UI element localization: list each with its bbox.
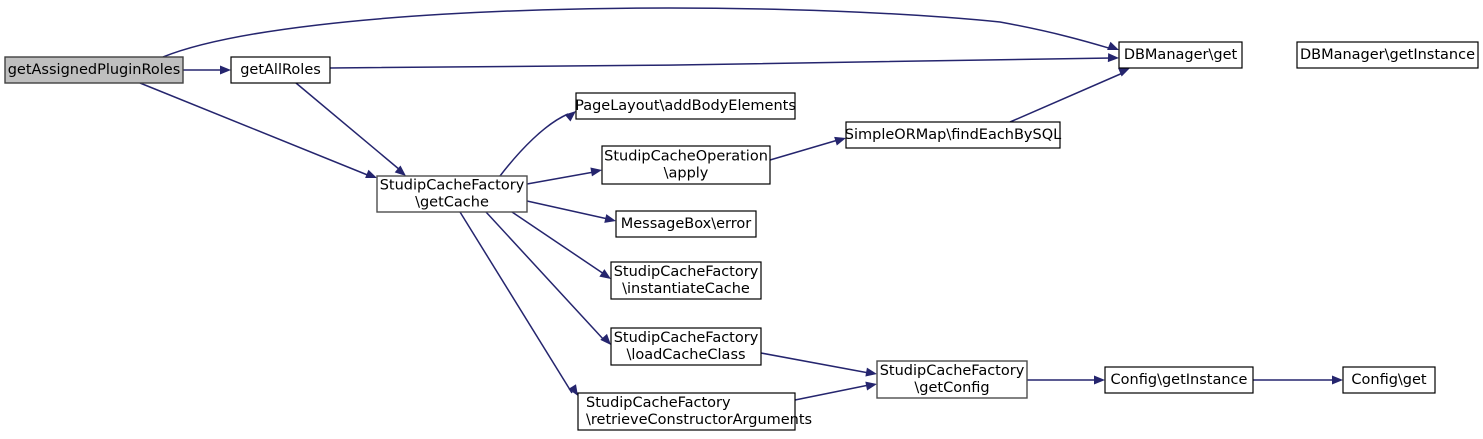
node-label: StudipCacheFactory: [380, 178, 525, 194]
node-ConfigGetInstance[interactable]: Config\getInstance: [1104, 366, 1254, 394]
node-label: \getCache: [415, 195, 489, 211]
node-box: [615, 210, 757, 238]
node-StudipCacheFactoryRetrieveConstructorArguments[interactable]: StudipCacheFactory\retrieveConstructorAr…: [577, 392, 812, 431]
edge-StudipCacheFactoryGetCache-to-StudipCacheFactoryInstantiateCache: [511, 211, 605, 275]
edge-StudipCacheFactoryLoadCacheClass-to-StudipCacheFactoryGetConfig: [760, 352, 870, 374]
edge-StudipCacheOperationApply-to-SimpleORMapFindEachBySQL: [769, 139, 839, 161]
node-label: StudipCacheOperation: [604, 149, 768, 165]
node-box: [845, 121, 1061, 149]
node-ConfigGet[interactable]: Config\get: [1342, 366, 1436, 394]
edge-StudipCacheFactoryGetCache-to-StudipCacheFactoryLoadCacheClass: [485, 211, 605, 341]
node-label: MessageBox\error: [621, 216, 752, 232]
edge-getAssignedPluginRoles-to-StudipCacheFactoryGetCache: [139, 82, 371, 177]
node-label: PageLayout\addBodyElements: [575, 98, 796, 114]
node-StudipCacheFactoryLoadCacheClass[interactable]: StudipCacheFactory\loadCacheClass: [610, 327, 762, 366]
arrowhead: [600, 333, 611, 345]
edge-StudipCacheFactoryGetCache-to-StudipCacheOperationApply: [526, 171, 595, 185]
node-label: StudipCacheFactory: [586, 395, 731, 411]
node-label: Config\getInstance: [1111, 372, 1248, 388]
node-box: [1296, 41, 1479, 69]
arrowhead: [865, 367, 877, 377]
arrowhead: [365, 169, 377, 179]
arrowhead: [564, 111, 576, 122]
node-label: DBManager\get: [1124, 47, 1238, 63]
node-StudipCacheFactoryGetConfig[interactable]: StudipCacheFactory\getConfig: [876, 360, 1028, 399]
node-label: \retrieveConstructorArguments: [586, 412, 812, 428]
node-box: [1342, 366, 1436, 394]
edge-getAllRoles-to-DBManagerGet: [329, 57, 1113, 69]
node-label: \instantiateCache: [622, 281, 750, 297]
node-box: [575, 92, 796, 120]
nodes-layer: getAssignedPluginRoles getAllRoles DBManag…: [4, 41, 1479, 431]
edge-StudipCacheFactoryGetCache-to-StudipCacheFactoryRetrieveConstructorArguments: [459, 211, 573, 394]
node-label: SimpleORMap\findEachBySQL: [845, 127, 1061, 143]
node-box: [577, 392, 796, 431]
node-getAllRoles[interactable]: getAllRoles: [230, 56, 331, 84]
edge-getAssignedPluginRoles-to-DBManagerGet: [162, 7, 1113, 58]
node-label: getAllRoles: [240, 62, 321, 78]
node-box: [610, 327, 762, 366]
node-box: [376, 175, 528, 213]
node-label: \loadCacheClass: [626, 347, 745, 363]
edge-StudipCacheFactoryGetCache-to-MessageBoxError: [526, 200, 609, 220]
arrowhead: [604, 214, 616, 223]
arrowhead: [220, 65, 231, 75]
edge-StudipCacheFactoryRetrieveConstructorArguments-to-StudipCacheFactoryGetConfig: [794, 384, 870, 401]
node-box: [610, 261, 762, 300]
node-MessageBoxError[interactable]: MessageBox\error: [615, 210, 757, 238]
node-label: \getConfig: [914, 380, 989, 396]
node-box: [876, 360, 1028, 399]
arrowheads-layer: [220, 41, 1343, 396]
node-label: Config\get: [1351, 372, 1427, 388]
edges-layer: [139, 7, 1334, 401]
node-StudipCacheFactoryInstantiateCache[interactable]: StudipCacheFactory\instantiateCache: [610, 261, 762, 300]
node-box: [230, 56, 331, 84]
arrowhead: [394, 165, 406, 176]
node-label: getAssignedPluginRoles: [8, 62, 181, 78]
arrowhead: [834, 136, 846, 146]
node-label: StudipCacheFactory: [880, 363, 1025, 379]
node-box: [4, 56, 184, 84]
node-box: [1104, 366, 1254, 394]
arrowhead: [590, 167, 602, 177]
arrowhead: [1332, 375, 1343, 385]
node-PageLayoutAddBodyElements[interactable]: PageLayout\addBodyElements: [575, 92, 796, 120]
arrowhead: [599, 269, 611, 279]
node-getAssignedPluginRoles[interactable]: getAssignedPluginRoles: [4, 56, 184, 84]
arrowhead: [1107, 53, 1119, 63]
node-box: [601, 145, 771, 185]
node-DBManagerGetInstance[interactable]: DBManager\getInstance: [1296, 41, 1479, 69]
edge-StudipCacheFactoryGetCache-to-PageLayoutAddBodyElements: [499, 113, 569, 177]
edge-getAllRoles-to-StudipCacheFactoryGetCache: [295, 82, 401, 171]
node-StudipCacheOperationApply[interactable]: StudipCacheOperation\apply: [601, 145, 771, 185]
edge-SimpleORMapFindEachBySQL-to-DBManagerGet: [1009, 71, 1126, 123]
node-StudipCacheFactoryGetCache[interactable]: StudipCacheFactory\getCache: [376, 175, 528, 213]
arrowhead: [1094, 375, 1105, 385]
node-label: \apply: [664, 166, 709, 182]
node-SimpleORMapFindEachBySQL[interactable]: SimpleORMap\findEachBySQL: [845, 121, 1061, 149]
arrowhead: [1118, 68, 1130, 77]
arrowhead: [865, 381, 877, 391]
node-label: DBManager\getInstance: [1300, 47, 1475, 63]
node-DBManagerGet[interactable]: DBManager\get: [1118, 41, 1243, 69]
arrowhead: [568, 384, 578, 396]
node-box: [1118, 41, 1243, 69]
node-label: StudipCacheFactory: [614, 264, 759, 280]
arrowhead: [1107, 41, 1119, 51]
node-label: StudipCacheFactory: [614, 330, 759, 346]
